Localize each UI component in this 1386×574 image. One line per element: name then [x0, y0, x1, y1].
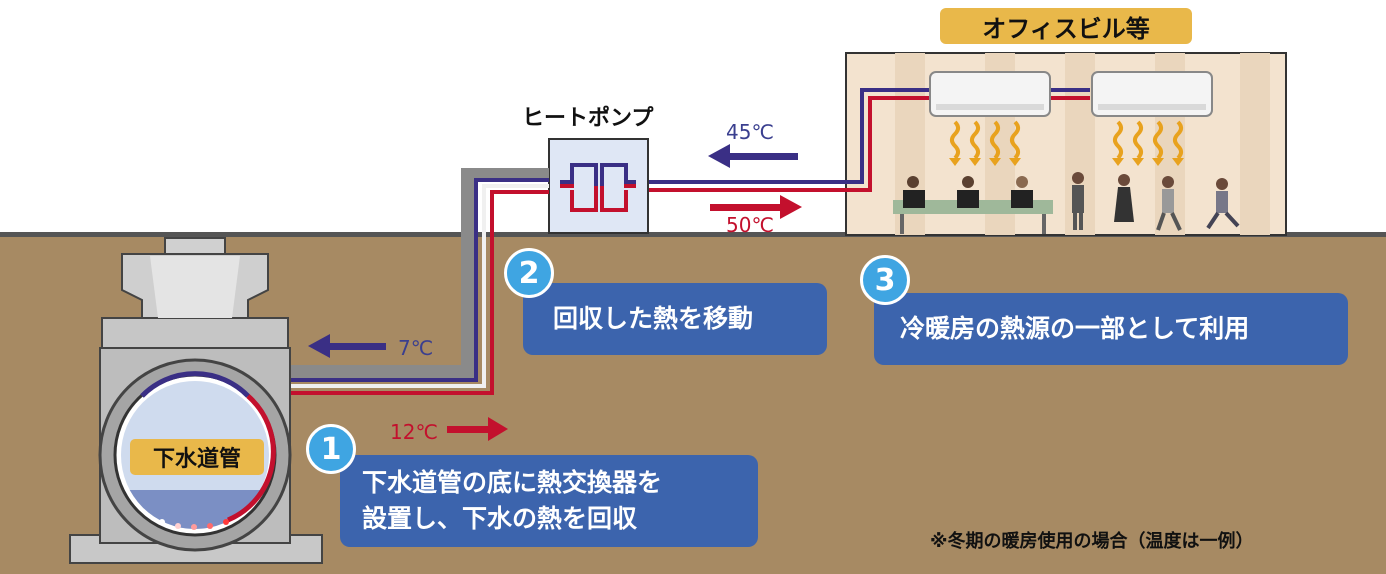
- step-1-box: 下水道管の底に熱交換器を 設置し、下水の熱を回収: [340, 455, 758, 547]
- temp-12: 12℃: [390, 420, 438, 444]
- office-worker-icon: [893, 176, 1053, 234]
- step-2-text: 回収した熱を移動: [553, 303, 754, 333]
- ground-surface-line: [0, 232, 1386, 237]
- step-1-text-line2: 設置し、下水の熱を回収: [362, 504, 638, 533]
- warm-air-arrow-icon: [950, 120, 1183, 160]
- sewer-pipe-label: 下水道管: [130, 439, 264, 475]
- step-1-number: 1: [306, 424, 356, 474]
- temp-7: 7℃: [398, 336, 434, 360]
- standing-people-icon: [1072, 172, 1240, 231]
- heat-pump-unit: [548, 138, 649, 234]
- air-conditioner-icon: [929, 71, 1051, 117]
- air-conditioner-icon: [1091, 71, 1213, 117]
- temp-45: 45℃: [726, 120, 774, 144]
- step-2-number: 2: [504, 248, 554, 298]
- temp-50: 50℃: [726, 213, 774, 237]
- step-3-number: 3: [860, 255, 910, 305]
- warm-air-arrowheads: [949, 158, 1184, 166]
- step-3-text: 冷暖房の熱源の一部として利用: [900, 313, 1250, 343]
- building-title: オフィスビル等: [940, 8, 1192, 44]
- underground-pipes: [255, 168, 549, 395]
- flow-arrows: [308, 144, 802, 441]
- step-3-box: 冷暖房の熱源の一部として利用: [874, 293, 1348, 365]
- heat-pump-label: ヒートポンプ: [522, 106, 654, 131]
- footnote: ※冬期の暖房使用の場合（温度は一例）: [930, 531, 1254, 552]
- step-2-box: 回収した熱を移動: [523, 283, 827, 355]
- step-1-text-line1: 下水道管の底に熱交換器を: [362, 467, 663, 497]
